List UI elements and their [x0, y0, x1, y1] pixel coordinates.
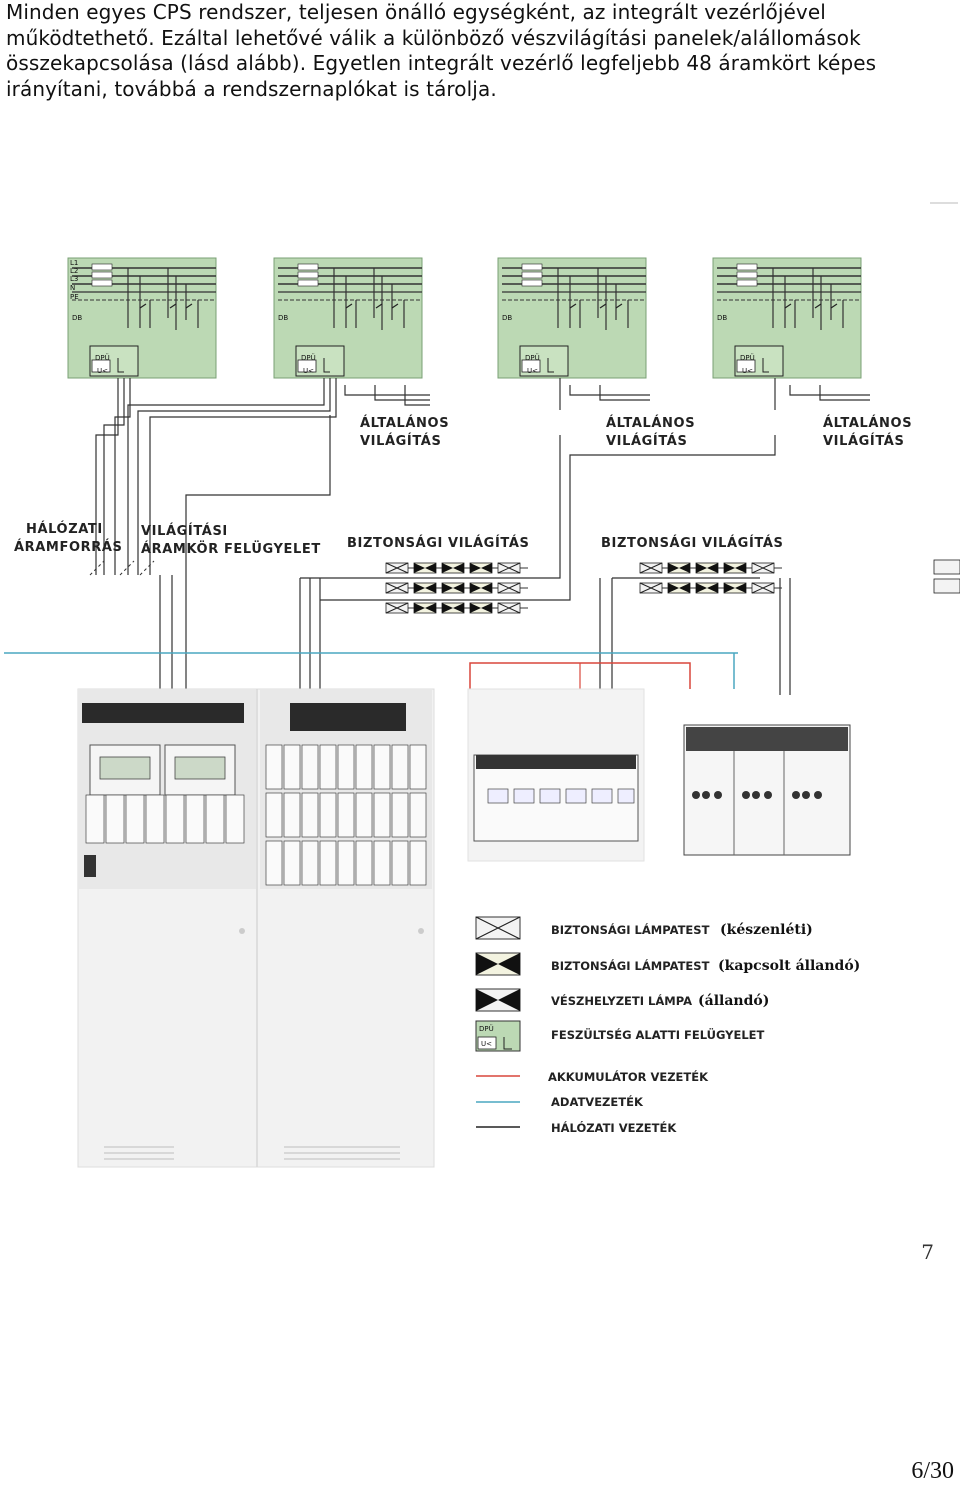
legend-item-emergency-lamp: VÉSZHELYZETI LÁMPA (állandó): [475, 988, 769, 1012]
general-lighting-label-1: ÁLTALÁNOS VILÁGÍTÁS: [360, 415, 449, 449]
dpu-label: DPÜ: [95, 353, 110, 362]
distribution-board-2: DB DPÜ U<: [273, 257, 423, 379]
uk-label: U<: [527, 367, 538, 375]
uk-label: U<: [97, 367, 108, 375]
legend-label: AKKUMULÁTOR VEZETÉK: [548, 1069, 709, 1084]
general-lighting-text: ÁLTALÁNOS: [823, 415, 912, 431]
db-label: DB: [502, 314, 512, 322]
mains-source-text: HÁLÓZATI: [26, 521, 103, 537]
intro-paragraph: Minden egyes CPS rendszer, teljesen önál…: [6, 0, 954, 102]
uk-label: U<: [742, 367, 753, 375]
mains-source-text: ÁRAMFORRÁS: [14, 539, 122, 555]
safety-lighting-label-1: BIZTONSÁGI VILÁGÍTÁS: [347, 535, 529, 551]
intro-line: irányítani, továbbá a rendszernaplókat i…: [6, 76, 497, 101]
legend-item-data-line: ADATVEZETÉK: [476, 1094, 644, 1109]
cps-cabinet: [77, 688, 435, 1168]
circuit-monitor-text: VILÁGÍTÁSI: [141, 523, 228, 539]
legend-item-voltage-monitor: DPÜ U< FESZÜLTSÉG ALATTI FELÜGYELET: [475, 1020, 765, 1052]
legend-item-switched: BIZTONSÁGI LÁMPATEST (kapcsolt állandó): [475, 952, 860, 976]
general-lighting-text: ÁLTALÁNOS: [606, 415, 695, 431]
legend-label: VÉSZHELYZETI LÁMPA: [551, 993, 692, 1008]
legend: BIZTONSÁGI LÁMPATEST (készenléti) BIZTON…: [475, 916, 860, 1135]
mains-source-label: HÁLÓZATI ÁRAMFORRÁS: [14, 521, 122, 555]
phase-label: L2: [70, 267, 78, 275]
emergency-lighting-diagram: DB DPÜ U< DB DPÜ U< DB DPÜ U< DB DPÜ U< …: [4, 202, 960, 1168]
phase-label: N: [70, 284, 75, 292]
phase-label: L1: [70, 259, 78, 267]
db-label: DB: [72, 314, 82, 322]
sub-station-panel-1: [467, 688, 645, 862]
db-label: DB: [278, 314, 288, 322]
dashed-lines: [89, 560, 155, 576]
distribution-board-3: DB DPÜ U<: [497, 257, 647, 379]
legend-label: BIZTONSÁGI LÁMPATEST: [551, 922, 710, 937]
inner-page-number: 7: [921, 1240, 934, 1264]
dpu-label: DPÜ: [479, 1024, 494, 1033]
legend-item-mains-line: HÁLÓZATI VEZETÉK: [476, 1120, 677, 1135]
general-lighting-text: ÁLTALÁNOS: [360, 415, 449, 431]
intro-line: működtethető. Ezáltal lehetővé válik a k…: [6, 25, 861, 50]
page-number: 6/30: [911, 1458, 954, 1484]
mains-wiring: [95, 378, 870, 695]
circuit-monitor-label: VILÁGÍTÁSI ÁRAMKÖR FELÜGYELET: [141, 523, 321, 557]
safety-luminaires-2: [639, 562, 782, 594]
phase-label: PE: [70, 293, 79, 301]
general-lighting-label-2: ÁLTALÁNOS VILÁGÍTÁS: [606, 415, 695, 449]
intro-line: Minden egyes CPS rendszer, teljesen önál…: [6, 0, 826, 24]
legend-item-battery-line: AKKUMULÁTOR VEZETÉK: [476, 1069, 709, 1084]
dpu-label: DPÜ: [301, 353, 316, 362]
legend-label: ADATVEZETÉK: [551, 1094, 644, 1109]
safety-lighting-label-2: BIZTONSÁGI VILÁGÍTÁS: [601, 535, 783, 551]
db-label: DB: [717, 314, 727, 322]
general-lighting-text: VILÁGÍTÁS: [606, 433, 687, 449]
general-lighting-label-3: ÁLTALÁNOS VILÁGÍTÁS: [823, 415, 912, 449]
phase-label: L3: [70, 275, 78, 283]
legend-detail: (készenléti): [720, 922, 813, 938]
intro-line: összekapcsolása (lásd alább). Egyetlen i…: [6, 51, 877, 75]
general-lighting-text: VILÁGÍTÁS: [360, 433, 441, 449]
legend-label: HÁLÓZATI VEZETÉK: [551, 1120, 677, 1135]
sub-station-panel-2: [683, 724, 851, 856]
uk-label: U<: [481, 1040, 492, 1048]
dpu-label: DPÜ: [740, 353, 755, 362]
distribution-board-1: DB DPÜ U<: [67, 257, 217, 379]
uk-label: U<: [303, 367, 314, 375]
dpu-label: DPÜ: [525, 353, 540, 362]
phase-labels: L1 L2 L3 N PE: [70, 259, 79, 301]
safety-luminaires-1: [385, 562, 528, 614]
safety-luminaires-edge: [933, 559, 960, 594]
distribution-board-4: DB DPÜ U<: [712, 257, 862, 379]
legend-label: BIZTONSÁGI LÁMPATEST: [551, 958, 710, 973]
circuit-monitor-text: ÁRAMKÖR FELÜGYELET: [141, 541, 321, 557]
general-lighting-text: VILÁGÍTÁS: [823, 433, 904, 449]
legend-item-standby: BIZTONSÁGI LÁMPATEST (készenléti): [475, 916, 813, 940]
legend-detail: (állandó): [698, 993, 769, 1009]
legend-detail: (kapcsolt állandó): [718, 958, 860, 974]
legend-label: FESZÜLTSÉG ALATTI FELÜGYELET: [551, 1027, 765, 1042]
